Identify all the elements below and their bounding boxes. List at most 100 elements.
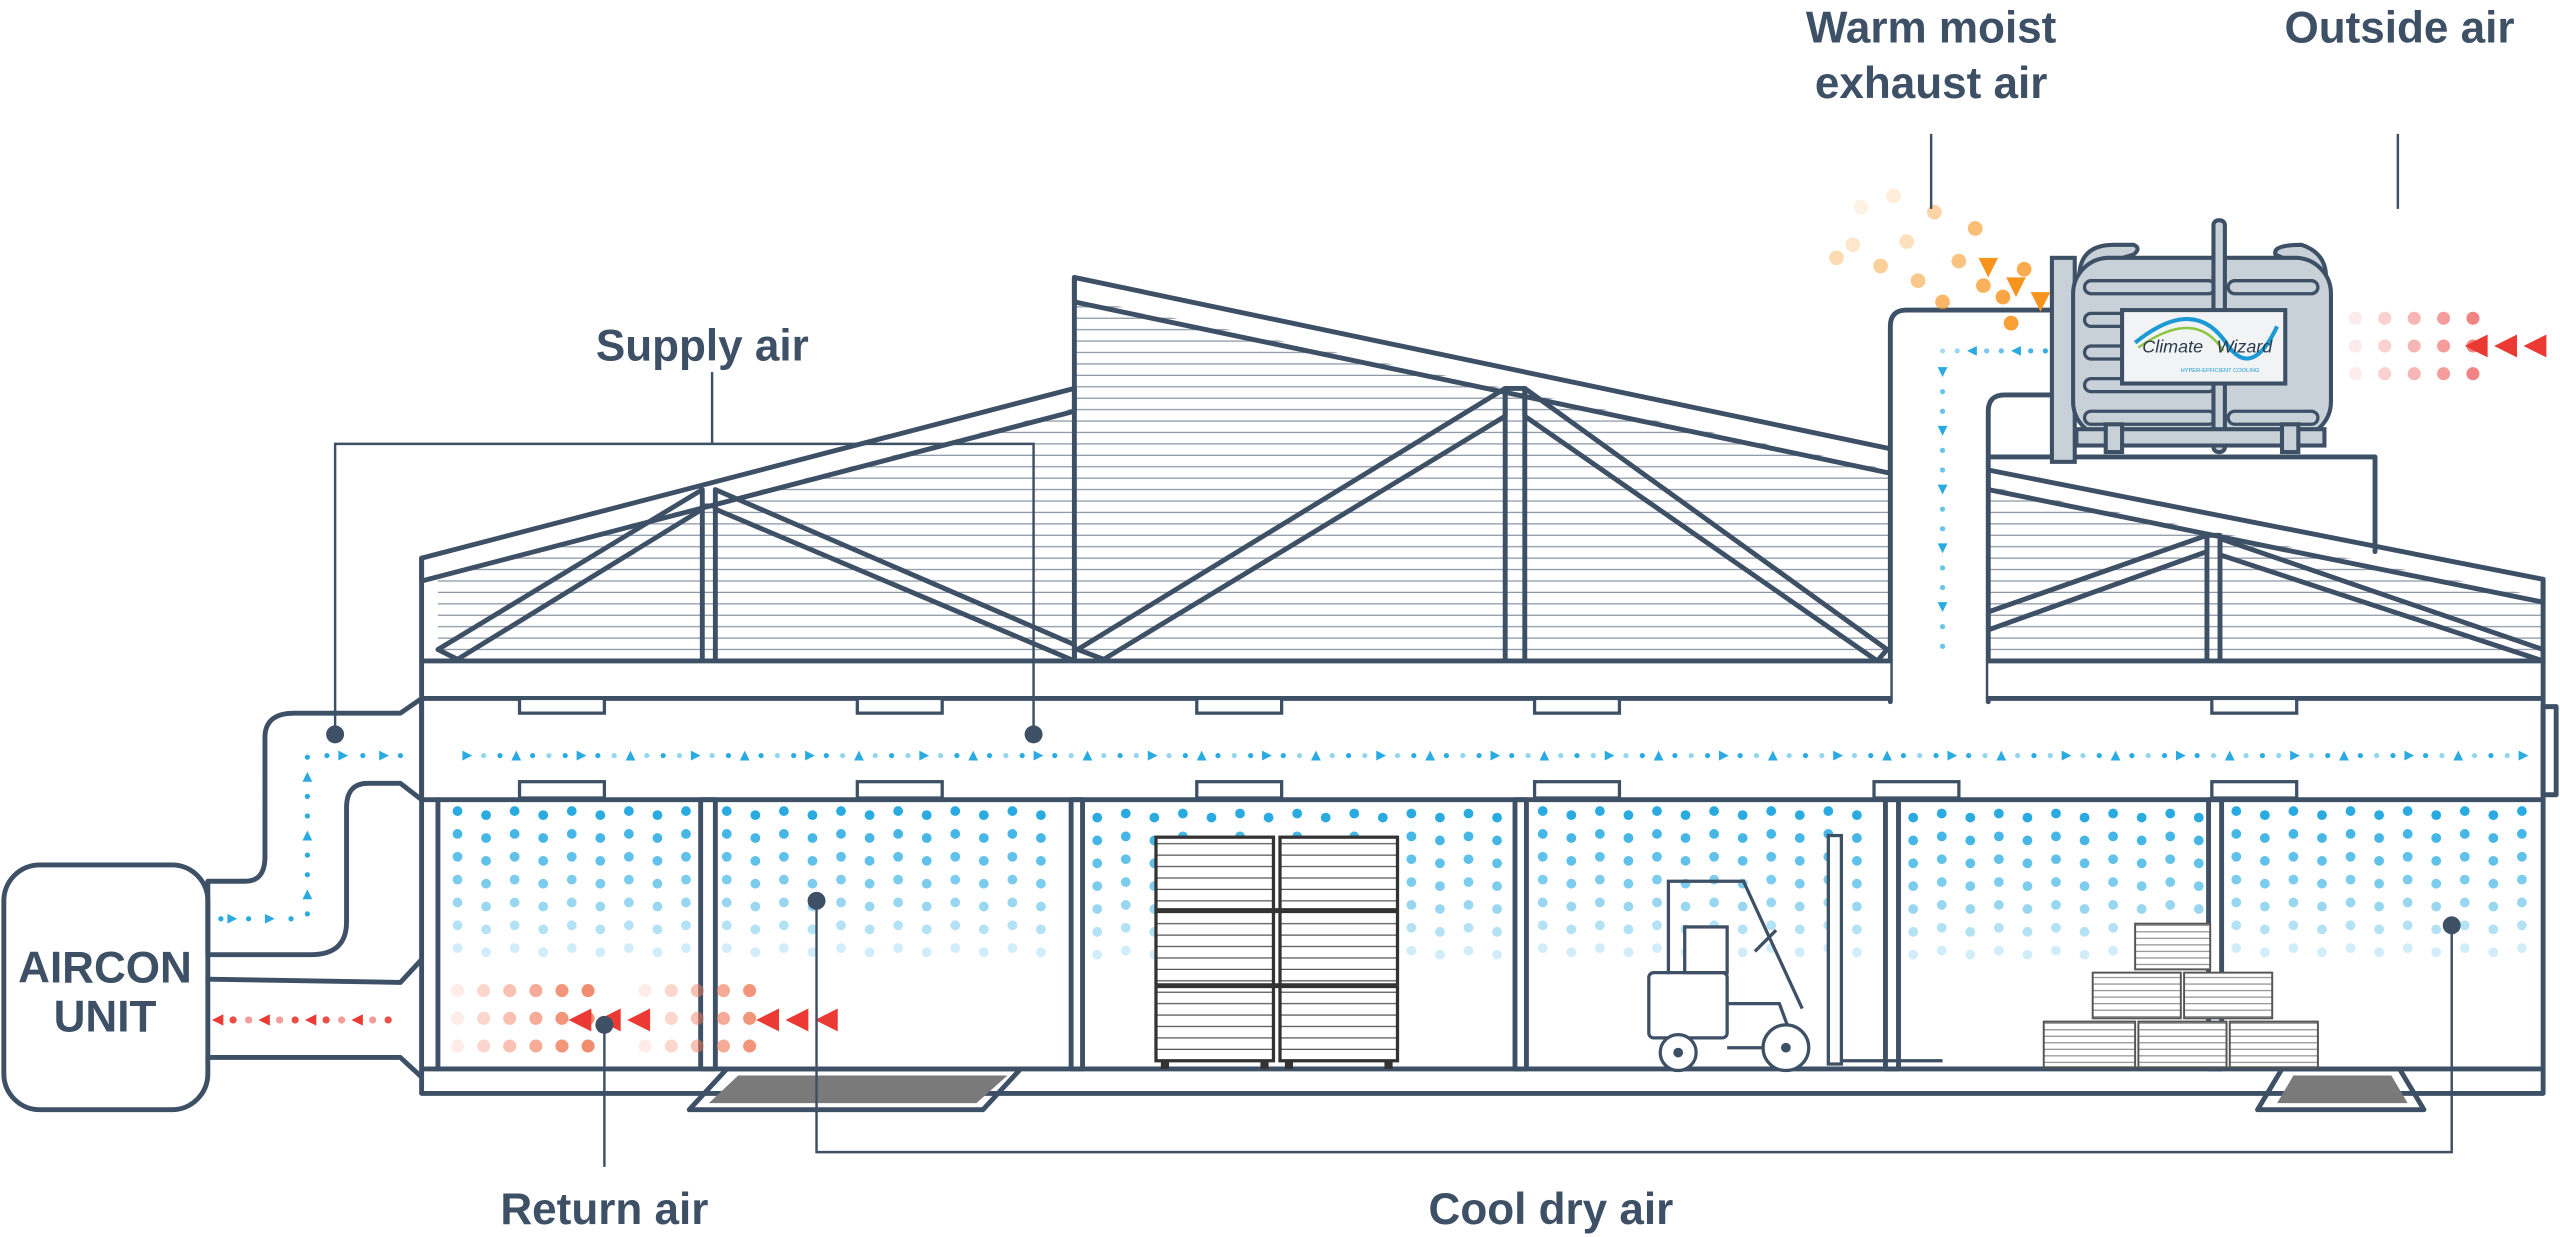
cool-air-dot xyxy=(1794,878,1805,889)
supply-air-arrow xyxy=(1147,750,1158,761)
cool-air-dot xyxy=(2108,922,2118,933)
supply-air-dot xyxy=(676,752,683,759)
supply-air-dot xyxy=(774,752,780,759)
cool-air-dot xyxy=(2317,810,2327,821)
cool-air-dot xyxy=(2459,943,2470,954)
cool-air-dot xyxy=(1092,858,1103,869)
cool-air-dot xyxy=(652,855,663,866)
supply-air-dot xyxy=(2374,752,2380,759)
cool-air-dot xyxy=(1036,810,1046,821)
cool-air-dot xyxy=(2431,947,2442,958)
cool-air-dot xyxy=(893,897,904,908)
cool-air-dot xyxy=(1007,920,1018,931)
cool-air-dot xyxy=(1936,900,1947,910)
cool-air-dot xyxy=(1406,922,1417,933)
supply-air-dot xyxy=(1939,467,1946,473)
supply-air-dot xyxy=(758,752,764,759)
cool-air-dot xyxy=(452,851,463,862)
outside-air-arrow xyxy=(2494,334,2517,358)
supply-air-dot xyxy=(1982,752,1988,759)
supply-air-dot xyxy=(1574,752,1580,759)
cool-air-dot xyxy=(509,851,520,862)
supply-air-dot xyxy=(2031,752,2037,759)
cool-air-dot xyxy=(595,924,606,935)
cool-air-dot xyxy=(2402,829,2413,839)
cool-air-dot xyxy=(2079,949,2090,960)
cool-air-dot xyxy=(950,874,961,885)
supply-air-arrow xyxy=(1937,484,1948,495)
cool-air-dot xyxy=(978,878,989,889)
cool-air-dot xyxy=(1652,851,1662,862)
cool-air-dot xyxy=(2231,829,2242,839)
leader-lines xyxy=(326,133,2461,1167)
cool-air-dot xyxy=(2193,812,2204,823)
cool-air-dot xyxy=(978,810,989,821)
cool-air-dot xyxy=(750,855,761,866)
supply-air-dot xyxy=(1509,752,1515,759)
cool-air-dot xyxy=(652,878,663,889)
outside-air-dot xyxy=(2378,367,2392,381)
cool-air-dot xyxy=(750,901,761,912)
cool-air-dot xyxy=(1435,858,1445,869)
supply-air-dot xyxy=(1998,348,2004,354)
cool-air-dot xyxy=(1566,855,1577,866)
outside-air-dot xyxy=(2466,367,2480,381)
supply-air-dot xyxy=(1939,643,1946,649)
supply-air-dot xyxy=(1639,752,1645,759)
supply-air-arrow xyxy=(1425,750,1436,761)
return-air-dot xyxy=(716,1011,731,1025)
cool-air-dot xyxy=(864,901,875,912)
return-air-arrow xyxy=(814,1008,838,1032)
supply-air-arrow xyxy=(1376,750,1387,761)
cool-air-dot xyxy=(1766,920,1777,931)
cool-air-dot xyxy=(1206,812,1217,823)
supply-air-dot xyxy=(1052,752,1058,759)
aircon-supply-duct xyxy=(205,696,425,958)
supply-air-dot xyxy=(562,752,568,759)
cool-air-dot xyxy=(452,897,463,908)
supply-air-dot xyxy=(1558,752,1564,759)
cool-air-dot xyxy=(2374,901,2384,912)
return-air-dot xyxy=(477,1039,491,1053)
cool-air-dot xyxy=(2259,855,2270,866)
cool-air-dot xyxy=(1320,812,1331,823)
cool-air-dot xyxy=(1936,922,1947,933)
supply-air-dot xyxy=(1900,752,1907,759)
cool-air-dot xyxy=(864,855,875,866)
cool-air-dot xyxy=(2431,878,2442,889)
cool-air-dot xyxy=(836,829,846,839)
supply-air-dot xyxy=(2488,752,2494,759)
cool-air-dot xyxy=(2108,945,2118,956)
cool-air-dot xyxy=(566,920,577,931)
return-air-dot xyxy=(503,1039,517,1053)
cool-air-dot xyxy=(2231,920,2242,931)
cool-air-dot xyxy=(681,943,691,954)
outside-air-dot xyxy=(2437,311,2451,325)
cool-air-dot xyxy=(1120,854,1131,865)
roof-left-hatching xyxy=(437,407,1075,661)
cool-air-dot xyxy=(836,874,846,885)
cool-air-dot xyxy=(1492,858,1502,869)
cool-air-dot xyxy=(1120,831,1131,842)
cool-air-dot xyxy=(452,920,463,931)
cool-air-dot xyxy=(566,874,577,885)
cool-air-dot xyxy=(595,901,606,912)
cool-air-dot xyxy=(2345,806,2356,816)
cool-air-dot xyxy=(2517,943,2527,954)
cool-air-dot xyxy=(1737,855,1748,866)
cool-air-dot xyxy=(2345,897,2356,908)
cool-air-dot xyxy=(1349,808,1360,819)
return-air-label: Return air xyxy=(500,1185,708,1234)
supply-air-dot xyxy=(1101,752,1107,759)
cool-air-dot xyxy=(921,810,932,821)
return-air-dot xyxy=(369,1016,377,1024)
cool-air-dot xyxy=(1007,829,1018,839)
cool-air-dot xyxy=(2517,806,2527,816)
return-air-dot xyxy=(477,1011,491,1025)
outside-air-dot xyxy=(2407,311,2421,325)
return-air-dot xyxy=(638,1039,652,1053)
supply-air-dot xyxy=(2325,752,2331,759)
supply-air-dot xyxy=(1688,752,1694,759)
cool-air-dot xyxy=(2231,943,2242,954)
supply-air-dot xyxy=(2015,752,2021,759)
